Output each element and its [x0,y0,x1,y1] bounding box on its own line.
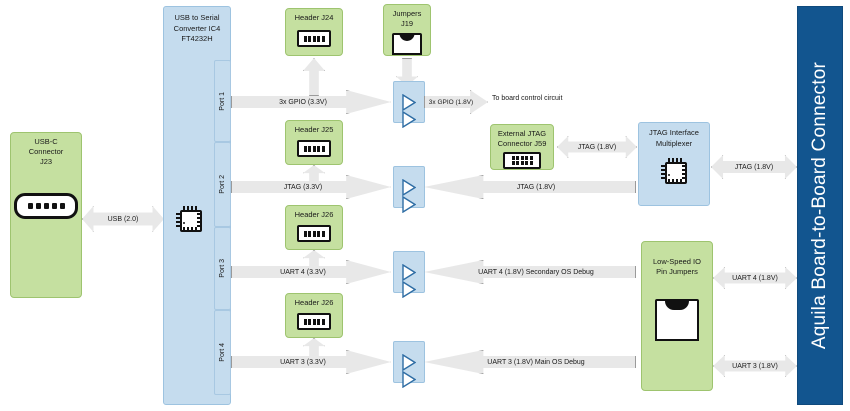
sidebar-item-port-2[interactable]: Port 2 [214,142,231,227]
sidebar-item-port-3[interactable]: Port 3 [214,227,231,310]
low-speed-io-line1: Low-Speed IO [653,256,701,266]
jtag-1v8-label: JTAG (1.8V) [516,183,556,191]
jtag-1v8-arrow: JTAG (1.8V) [424,175,636,199]
uart4-1v8-arrow: UART 4 (1.8V) Secondary OS Debug [424,260,636,284]
port-4-label: Port 4 [219,343,226,362]
jumper-shunt-icon [392,33,422,55]
header-j26-port4-label: Header J26 [294,298,334,307]
uart3-to-board-label: UART 3 (1.8V) [732,362,778,370]
uart3-3v3-label: UART 3 (3.3V) [280,358,326,366]
header-j24-label: Header J24 [294,13,334,22]
ext-jtag-to-mux-label: JTAG (1.8V) [577,143,617,151]
converter-line1: USB to Serial [174,13,220,22]
mux-to-board-jtag-arrow: JTAG (1.8V) [711,155,797,179]
uart3-1v8-arrow: UART 3 (1.8V) Main OS Debug [424,350,636,374]
sidebar-item-port-4[interactable]: Port 4 [214,310,231,395]
sidebar-item-port-1[interactable]: Port 1 [214,60,231,142]
buffer-triangle-icon [402,264,416,298]
header-j25-label: Header J25 [294,125,334,134]
usb-c-port-icon [14,193,78,220]
low-speed-io-line2: Pin Jumpers [656,267,698,276]
ext-jtag-to-mux-arrow: JTAG (1.8V) [557,136,637,158]
uart4-1v8-label: UART 4 (1.8V) Secondary OS Debug [478,268,594,276]
pin-header-icon [297,313,331,331]
usb-c-line3: J23 [39,157,53,167]
port-3-label: Port 3 [219,259,226,278]
converter-line3: FT4232H [181,34,213,43]
jtag-mux-line1: JTAG Interface [649,128,699,137]
external-jtag-line2: Connector J59 [497,139,547,149]
uart3-to-board-arrow: UART 3 (1.8V) [713,355,797,377]
header-j26-port3-block[interactable]: Header J26 [285,205,343,250]
level-shifter-port2[interactable] [393,166,425,213]
board-connector-label: Aquila Board-to-Board Connector [809,61,830,350]
converter-line2: Converter IC4 [173,23,221,33]
mux-to-board-jtag-label: JTAG (1.8V) [734,163,774,171]
header-j26-port4-block[interactable]: Header J26 [285,293,343,338]
external-jtag-line1: External JTAG [497,129,547,138]
ft4232h-chip-icon [176,206,202,232]
header-j25-block[interactable]: Header J25 [285,120,343,165]
gpio-3v3-label: 3x GPIO (3.3V) [279,98,327,106]
jtag-header-icon [503,152,541,169]
usb-2-0-arrow: USB (2.0) [82,206,164,232]
level-shifter-port1[interactable] [393,81,425,128]
level-shifter-port4[interactable] [393,341,425,388]
buffer-triangle-icon [402,354,416,388]
port-2-label: Port 2 [219,175,226,194]
external-jtag-connector-block[interactable]: External JTAG Connector J59 [490,124,554,170]
usb-c-connector-block[interactable]: USB-C Connector J23 [10,132,82,298]
level-shifter-port3[interactable] [393,251,425,298]
aquila-board-to-board-connector-block[interactable]: Aquila Board-to-Board Connector [797,6,843,405]
jumpers-j19-block[interactable]: Jumpers J19 [383,4,431,56]
usb-2-0-label: USB (2.0) [107,215,139,223]
uart4-3v3-label: UART 4 (3.3V) [280,268,326,276]
uart4-to-board-arrow: UART 4 (1.8V) [713,267,797,289]
buffer-triangle-icon [402,94,416,128]
gpio-1v8-arrow: 3x GPIO (1.8V) [424,90,488,114]
header-j24-block[interactable]: Header J24 [285,8,343,56]
port-1-label: Port 1 [219,91,226,111]
buffer-triangle-icon [402,179,416,213]
usb-c-line1: USB-C [34,137,58,146]
jtag-mux-chip-icon [661,158,687,184]
pin-header-icon [297,30,331,48]
header-j26-port3-label: Header J26 [294,210,334,219]
pin-header-icon [297,225,331,243]
uart4-to-board-label: UART 4 (1.8V) [732,274,778,282]
usb-c-line2: Connector [28,147,64,157]
gpio-1v8-label: 3x GPIO (1.8V) [428,98,474,106]
jumper-shunt-icon [655,299,699,342]
jumpers-j19-line2: J19 [400,19,414,29]
gpio-header-up-arrow [303,58,325,96]
low-speed-io-pin-jumpers-block[interactable]: Low-Speed IO Pin Jumpers [641,241,713,391]
jtag-mux-line2: Multiplexer [655,138,693,148]
jtag-interface-multiplexer-block[interactable]: JTAG Interface Multiplexer [638,122,710,206]
jtag-3v3-label: JTAG (3.3V) [283,183,323,191]
pin-header-icon [297,140,331,158]
jumpers-j19-line1: Jumpers [392,9,422,18]
uart3-1v8-label: UART 3 (1.8V) Main OS Debug [487,358,585,366]
board-control-note: To board control circuit [492,95,563,102]
